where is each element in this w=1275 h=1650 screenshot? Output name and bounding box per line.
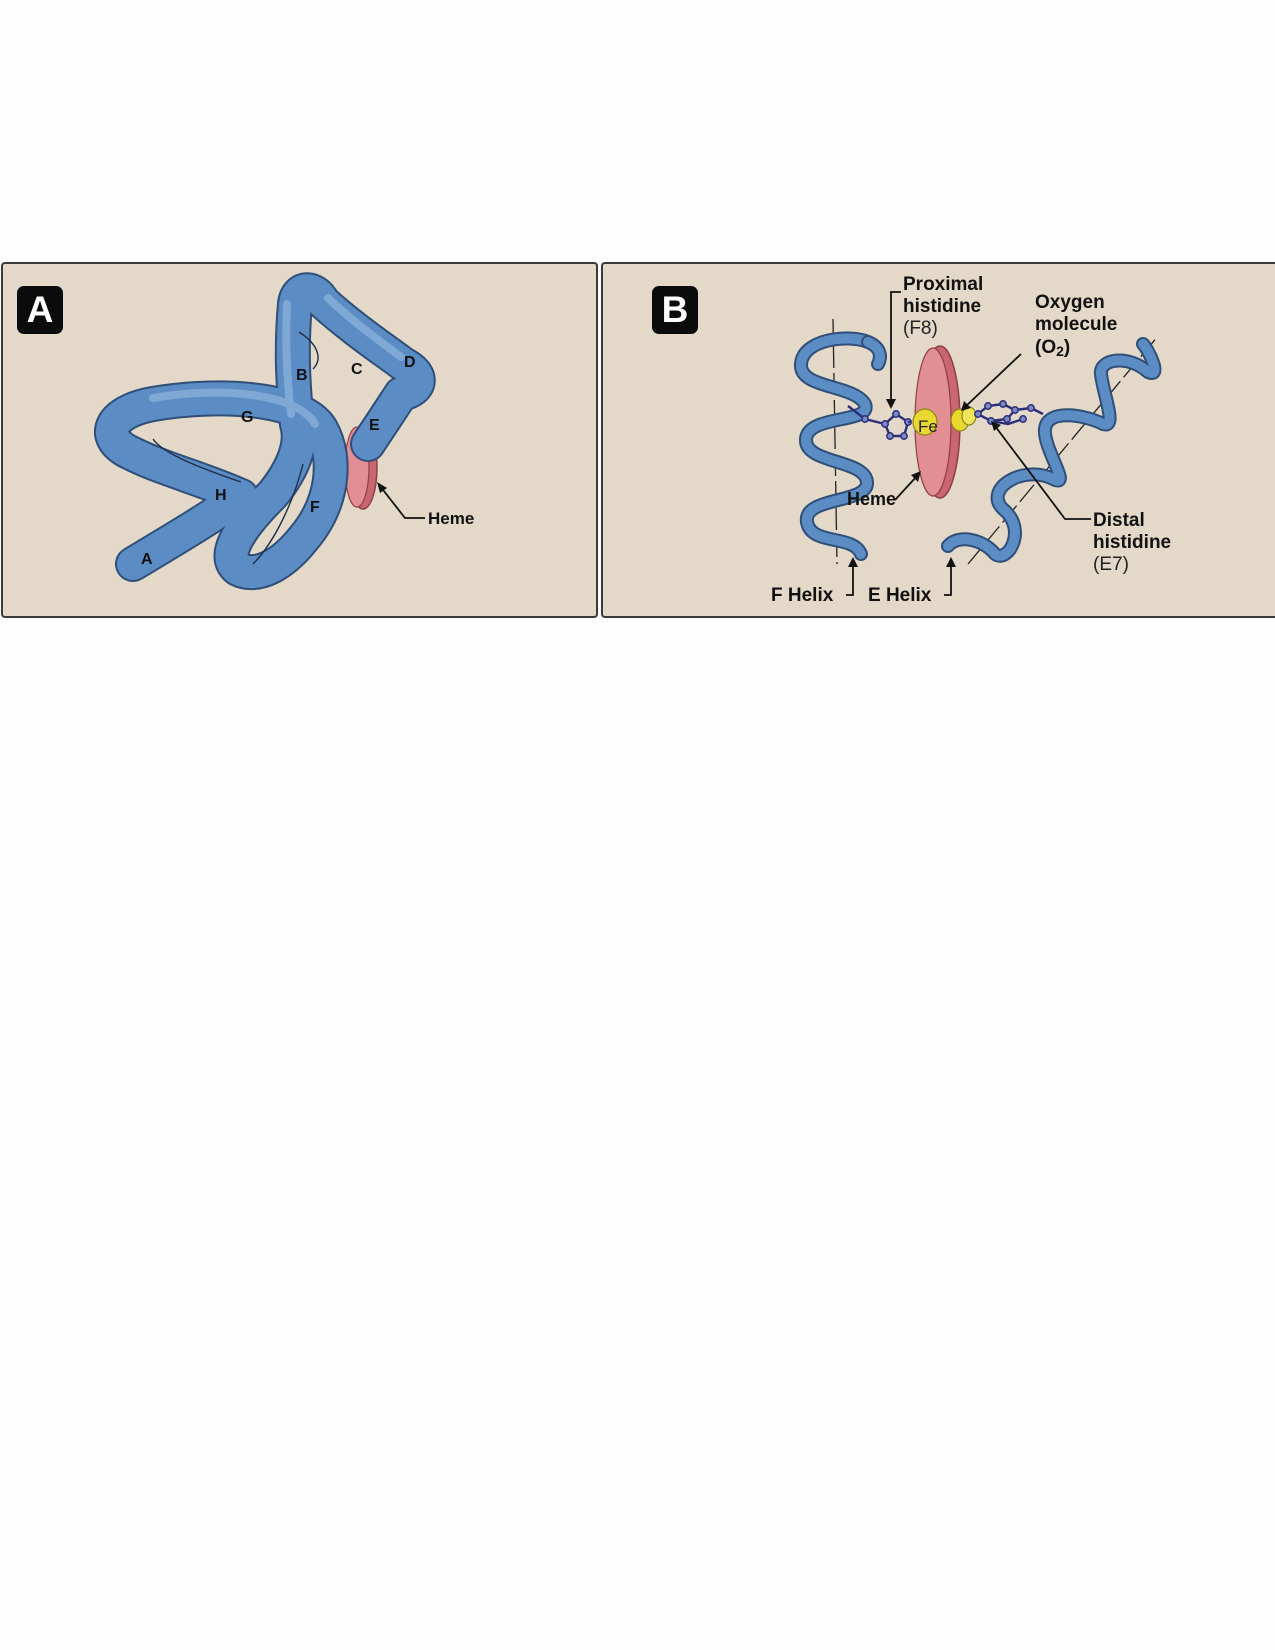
helix-label-g: G bbox=[241, 409, 253, 426]
proximal-label-line2: histidine bbox=[903, 296, 981, 317]
panel-a-diagram: A B C D E F G H Heme bbox=[94, 272, 474, 591]
helix-label-d: D bbox=[404, 354, 416, 371]
distal-label-line2: histidine bbox=[1093, 532, 1171, 553]
panel-b-diagram: Fe bbox=[771, 274, 1171, 606]
proximal-label-line1: Proximal bbox=[903, 274, 983, 295]
proximal-histidine-callout: Proximal histidine (F8) bbox=[886, 274, 983, 409]
oxygen-callout: Oxygen molecule (O2) bbox=[961, 292, 1117, 411]
panel-a-myoglobin-structure: A bbox=[1, 262, 598, 618]
e-helix-ribbon bbox=[941, 337, 1162, 563]
panel-a-badge: A bbox=[17, 286, 63, 334]
protein-tube bbox=[96, 274, 434, 589]
heme-callout-a: Heme bbox=[377, 482, 474, 528]
distal-label-line1: Distal bbox=[1093, 510, 1145, 531]
fe-atom: Fe bbox=[912, 408, 938, 436]
f-helix-ribbon bbox=[794, 331, 887, 561]
protein-tube-highlight bbox=[149, 294, 405, 428]
panel-b-heme-pocket: B bbox=[601, 262, 1275, 618]
distal-histidine-ring bbox=[974, 400, 1044, 426]
proximal-label-line3: (F8) bbox=[903, 318, 938, 339]
tube-contour-lines bbox=[152, 331, 319, 565]
oxygen-molecule bbox=[950, 406, 977, 432]
distal-label-line3: (E7) bbox=[1093, 554, 1129, 575]
helix-letter-labels: A B C D E F G H bbox=[141, 354, 416, 568]
oxygen-label-line3: (O2) bbox=[1035, 337, 1070, 359]
heme-disc-b bbox=[914, 345, 961, 499]
helix-label-c: C bbox=[351, 361, 363, 378]
e-helix-label: E Helix bbox=[868, 585, 932, 606]
panel-b-badge: B bbox=[652, 286, 698, 334]
f-helix-axis bbox=[832, 318, 838, 565]
heme-callout-b: Heme bbox=[847, 471, 921, 509]
distal-histidine-callout: Distal histidine (E7) bbox=[991, 421, 1171, 575]
oxygen-label-line2: molecule bbox=[1035, 314, 1117, 335]
oxygen-label-subscript: 2 bbox=[1056, 343, 1064, 359]
oxygen-label-line1: Oxygen bbox=[1035, 292, 1105, 313]
helix-label-b: B bbox=[296, 367, 308, 384]
helix-label-e: E bbox=[369, 417, 380, 434]
heme-label-a: Heme bbox=[428, 509, 474, 528]
oxygen-label-open: (O bbox=[1035, 337, 1056, 358]
e-helix-axis bbox=[967, 335, 1159, 565]
f-helix-callout: F Helix bbox=[771, 557, 858, 606]
e-helix-callout: E Helix bbox=[868, 557, 956, 606]
heme-label-b: Heme bbox=[847, 489, 896, 509]
fe-label: Fe bbox=[918, 417, 938, 436]
f-helix-label: F Helix bbox=[771, 585, 834, 606]
oxygen-label-close: ) bbox=[1064, 337, 1070, 358]
helix-label-h: H bbox=[215, 487, 227, 504]
helix-label-a: A bbox=[141, 551, 153, 568]
helix-label-f: F bbox=[310, 499, 320, 516]
proximal-histidine-ring bbox=[847, 405, 926, 440]
